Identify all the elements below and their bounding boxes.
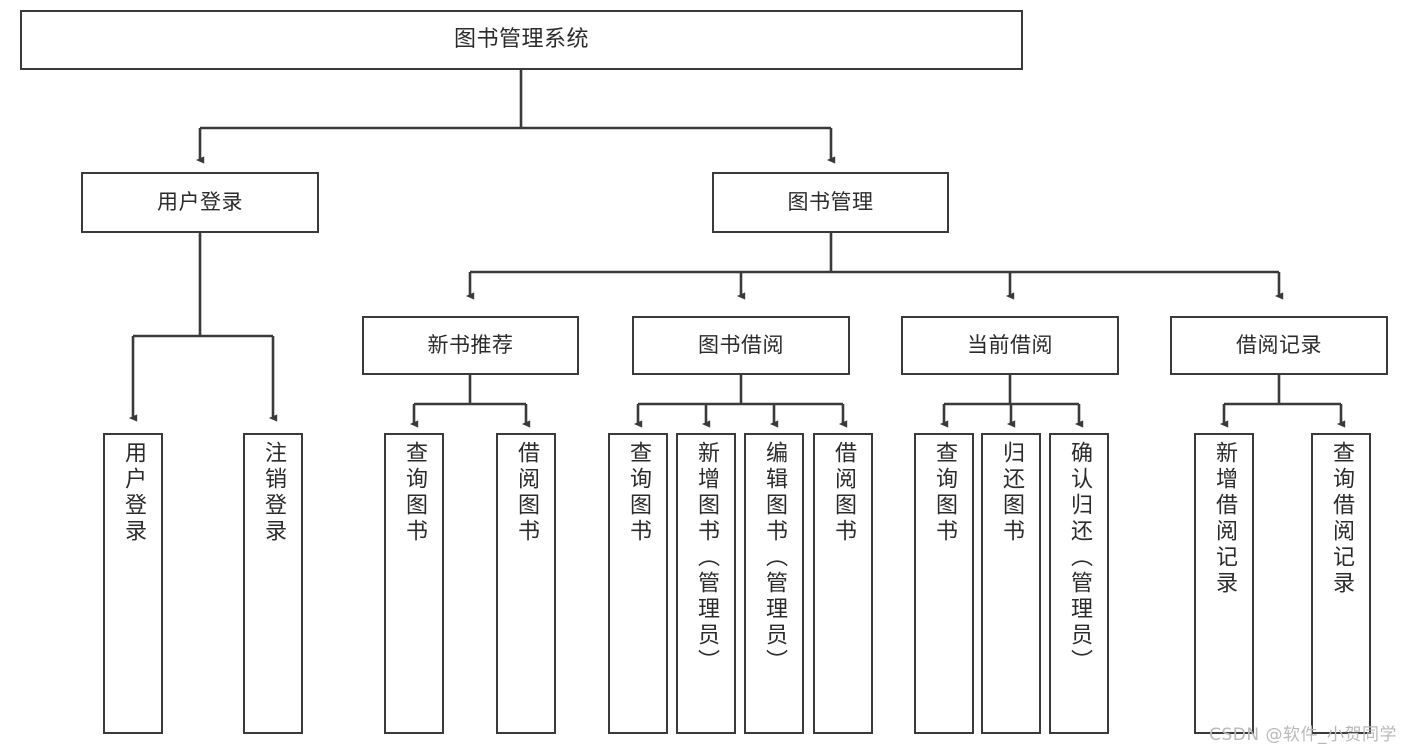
- node-label: 图书借阅: [698, 332, 784, 357]
- node-leaf-borrow-book[interactable]: 借阅图书: [813, 433, 873, 734]
- node-leaf-add-book-admin[interactable]: 新增图书（管理员）: [676, 433, 736, 734]
- node-book-borrow[interactable]: 图书借阅: [632, 316, 850, 375]
- node-label: 查询图书: [932, 441, 957, 545]
- node-label: 借阅图书: [831, 441, 856, 545]
- node-leaf-query-borrow-record[interactable]: 查询借阅记录: [1311, 433, 1371, 734]
- node-leaf-query-book-borrow[interactable]: 查询图书: [608, 433, 668, 734]
- node-label: 归还图书: [999, 441, 1024, 545]
- node-root-book-management-system[interactable]: 图书管理系统: [20, 10, 1023, 70]
- node-label: 借阅图书: [514, 441, 539, 545]
- node-leaf-user-logout[interactable]: 注销登录: [243, 433, 303, 734]
- node-user-login[interactable]: 用户登录: [81, 172, 319, 233]
- node-leaf-edit-book-admin[interactable]: 编辑图书（管理员）: [744, 433, 804, 734]
- node-leaf-borrow-book-recommend[interactable]: 借阅图书: [496, 433, 556, 734]
- node-label: 查询图书: [626, 441, 651, 545]
- node-label: 注销登录: [261, 441, 286, 545]
- node-book-management[interactable]: 图书管理: [712, 172, 949, 233]
- node-label: 确认归还（管理员）: [1067, 441, 1092, 675]
- node-label: 查询图书: [402, 441, 427, 545]
- node-label: 新书推荐: [427, 332, 514, 357]
- node-label: 用户登录: [157, 189, 243, 214]
- node-label: 编辑图书（管理员）: [762, 441, 787, 675]
- node-label: 新增图书（管理员）: [694, 441, 719, 675]
- watermark-text: CSDN @软件_小贺同学: [1209, 725, 1397, 745]
- node-label: 当前借阅: [967, 332, 1053, 357]
- node-label: 图书管理系统: [453, 26, 589, 52]
- node-new-book-recommend[interactable]: 新书推荐: [362, 316, 579, 375]
- node-leaf-query-book-recommend[interactable]: 查询图书: [384, 433, 444, 734]
- node-label: 新增借阅记录: [1212, 441, 1237, 597]
- node-label: 用户登录: [121, 441, 146, 545]
- node-current-borrow[interactable]: 当前借阅: [901, 316, 1119, 375]
- node-leaf-confirm-return-admin[interactable]: 确认归还（管理员）: [1049, 433, 1109, 734]
- node-leaf-return-book[interactable]: 归还图书: [981, 433, 1041, 734]
- node-leaf-user-login[interactable]: 用户登录: [103, 433, 163, 734]
- node-leaf-add-borrow-record[interactable]: 新增借阅记录: [1194, 433, 1254, 734]
- node-label: 图书管理: [787, 189, 874, 214]
- node-borrow-record[interactable]: 借阅记录: [1170, 316, 1388, 375]
- node-label: 查询借阅记录: [1329, 441, 1354, 597]
- node-label: 借阅记录: [1236, 332, 1322, 357]
- node-leaf-query-book-current[interactable]: 查询图书: [914, 433, 974, 734]
